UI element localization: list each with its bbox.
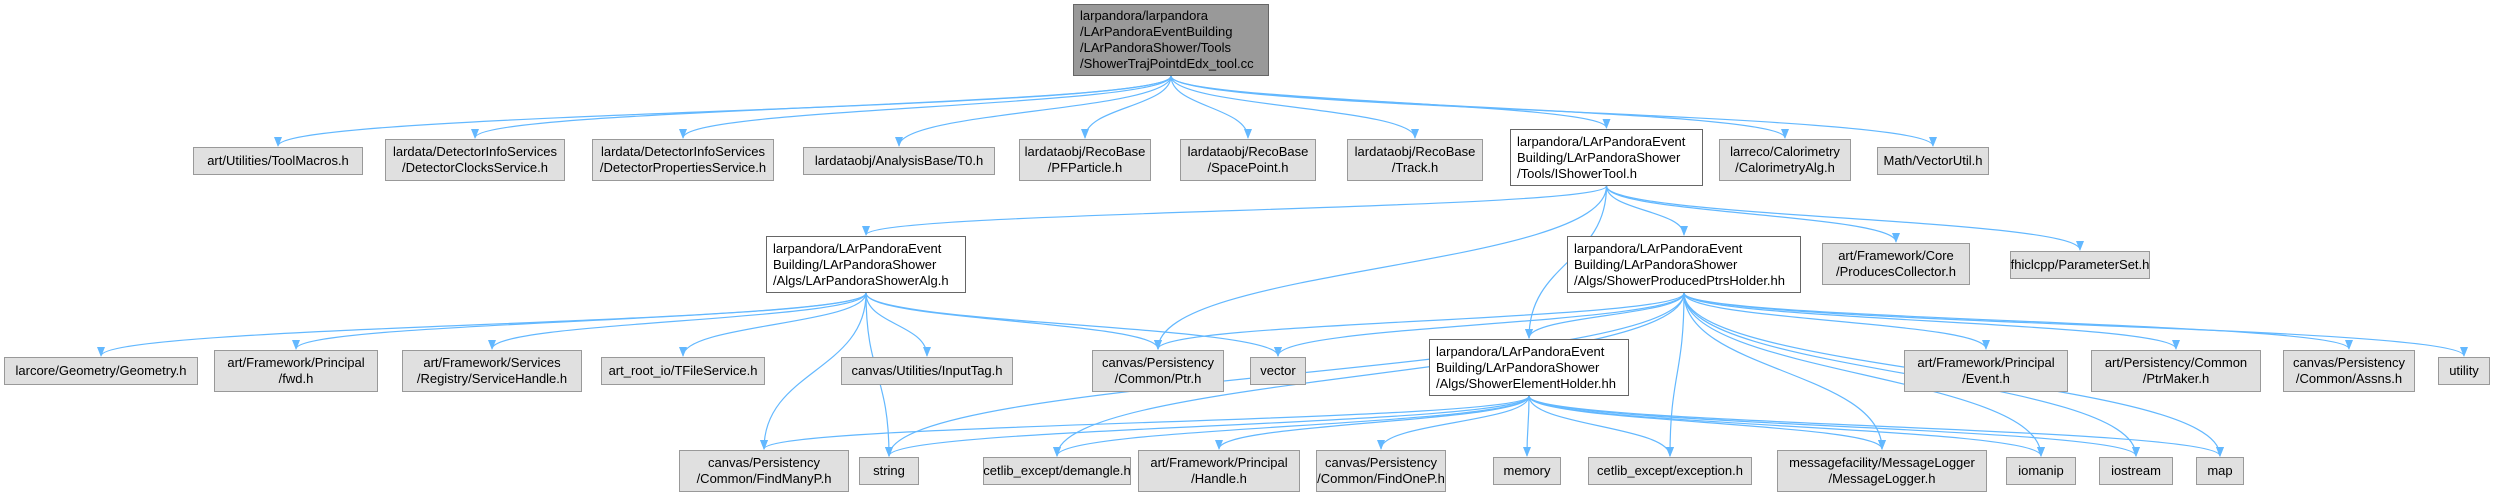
node-assns[interactable]: canvas/Persistency/Common/Assns.h [2283, 350, 2415, 392]
edge-root-to-detprops [679, 75, 1172, 139]
node-map[interactable]: map [2196, 457, 2244, 485]
node-iomanip[interactable]: iomanip [2006, 457, 2076, 485]
edge-showeralg-to-inputtag [865, 292, 931, 357]
edge-ptrsholder-to-exception [1666, 292, 1685, 457]
edge-elementholder-to-handle [1215, 395, 1530, 450]
edge-elementholder-to-iomanip [1528, 395, 2045, 457]
edge-elementholder-to-findmanyp [760, 395, 1530, 450]
node-handle[interactable]: art/Framework/Principal/Handle.h [1138, 450, 1300, 492]
edge-ptrsholder-to-ptr [1154, 292, 1685, 350]
edge-showeralg-to-geometry [97, 292, 867, 357]
node-exception[interactable]: cetlib_except/exception.h [1588, 457, 1752, 485]
node-iostream[interactable]: iostream [2099, 457, 2173, 485]
node-message-logger[interactable]: messagefacility/MessageLogger/MessageLog… [1777, 450, 1987, 492]
node-calorimetry-alg[interactable]: larreco/Calorimetry/CalorimetryAlg.h [1719, 139, 1851, 181]
node-geometry[interactable]: larcore/Geometry/Geometry.h [4, 357, 198, 385]
node-service-handle[interactable]: art/Framework/Services/Registry/ServiceH… [402, 350, 582, 392]
node-vector[interactable]: vector [1250, 357, 1306, 385]
node-track[interactable]: lardataobj/RecoBase/Track.h [1347, 139, 1483, 181]
edge-ptrsholder-to-elementholder [1525, 292, 1685, 339]
edge-root-to-vectorutil [1170, 75, 1937, 147]
edge-ptrsholder-to-demangle [1053, 292, 1685, 457]
edge-root-to-spacepoint [1170, 75, 1252, 139]
node-ptr[interactable]: canvas/Persistency/Common/Ptr.h [1092, 350, 1224, 392]
node-vector-util[interactable]: Math/VectorUtil.h [1877, 147, 1989, 175]
edge-ptrsholder-to-ptrmaker [1683, 292, 2180, 350]
node-input-tag[interactable]: canvas/Utilities/InputTag.h [841, 357, 1013, 385]
node-event[interactable]: art/Framework/Principal/Event.h [1904, 350, 2068, 392]
edge-elementholder-to-map [1528, 395, 2224, 457]
node-memory[interactable]: memory [1493, 457, 1561, 485]
node-ptr-maker[interactable]: art/Persistency/Common/PtrMaker.h [2091, 350, 2261, 392]
node-root-file[interactable]: larpandora/larpandora/LArPandoraEventBui… [1073, 4, 1269, 76]
node-utility[interactable]: utility [2438, 357, 2490, 385]
node-find-many-p[interactable]: canvas/Persistency/Common/FindManyP.h [679, 450, 849, 492]
edge-showeralg-to-fwd [292, 292, 867, 350]
edge-showeralg-to-findmanyp [760, 292, 867, 450]
edge-ptrsholder-to-messagelogger [1683, 292, 1886, 450]
edge-ptrsholder-to-event [1683, 292, 1990, 350]
node-fwd[interactable]: art/Framework/Principal/fwd.h [214, 350, 378, 392]
node-detector-properties-service[interactable]: lardata/DetectorInfoServices/DetectorPro… [592, 139, 774, 181]
node-produces-collector[interactable]: art/Framework/Core/ProducesCollector.h [1822, 243, 1970, 285]
node-detector-clocks-service[interactable]: lardata/DetectorInfoServices/DetectorClo… [385, 139, 565, 181]
node-demangle[interactable]: cetlib_except/demangle.h [983, 457, 1131, 485]
node-spacepoint[interactable]: lardataobj/RecoBase/SpacePoint.h [1180, 139, 1316, 181]
edge-elementholder-to-memory [1523, 395, 1532, 457]
edge-ptrsholder-to-iomanip [1683, 292, 2045, 457]
node-tool-macros[interactable]: art/Utilities/ToolMacros.h [193, 147, 363, 175]
edge-showeralg-to-tfileservice [679, 292, 867, 357]
edge-elementholder-to-findonep [1377, 395, 1530, 450]
node-parameter-set[interactable]: fhiclcpp/ParameterSet.h [2010, 251, 2150, 279]
edge-ishowertool-to-parameterset [1605, 185, 2084, 251]
edge-elementholder-to-string [885, 395, 1530, 457]
edge-ishowertool-to-producescollector [1605, 185, 1900, 243]
edge-ishowertool-to-ptrsholder [1605, 185, 1688, 236]
node-t0[interactable]: lardataobj/AnalysisBase/T0.h [803, 147, 995, 175]
edge-elementholder-to-iostream [1528, 395, 2140, 457]
edge-root-to-track [1170, 75, 1419, 139]
edge-elementholder-to-exception [1528, 395, 1674, 457]
edge-showeralg-to-ptr [865, 292, 1162, 350]
edge-ptrsholder-to-utility [1683, 292, 2468, 357]
edge-ishowertool-to-ptr [1154, 185, 1608, 350]
dependency-edges [97, 75, 2468, 457]
edge-root-to-detclocks [471, 75, 1172, 139]
node-find-one-p[interactable]: canvas/Persistency/Common/FindOneP.h [1316, 450, 1446, 492]
edge-elementholder-to-demangle [1053, 395, 1530, 457]
node-pfparticle[interactable]: lardataobj/RecoBase/PFParticle.h [1019, 139, 1151, 181]
edge-ptrsholder-to-assns [1683, 292, 2353, 350]
edge-showeralg-to-servicehandle [488, 292, 867, 350]
edge-root-to-t0 [895, 75, 1172, 147]
edge-ptrsholder-to-vector [1274, 292, 1685, 357]
node-string[interactable]: string [859, 457, 919, 485]
node-tfile-service[interactable]: art_root_io/TFileService.h [601, 357, 765, 385]
edge-ishowertool-to-showeralg [862, 185, 1608, 236]
edge-root-to-pfparticle [1081, 75, 1172, 139]
edge-showeralg-to-vector [865, 292, 1282, 357]
